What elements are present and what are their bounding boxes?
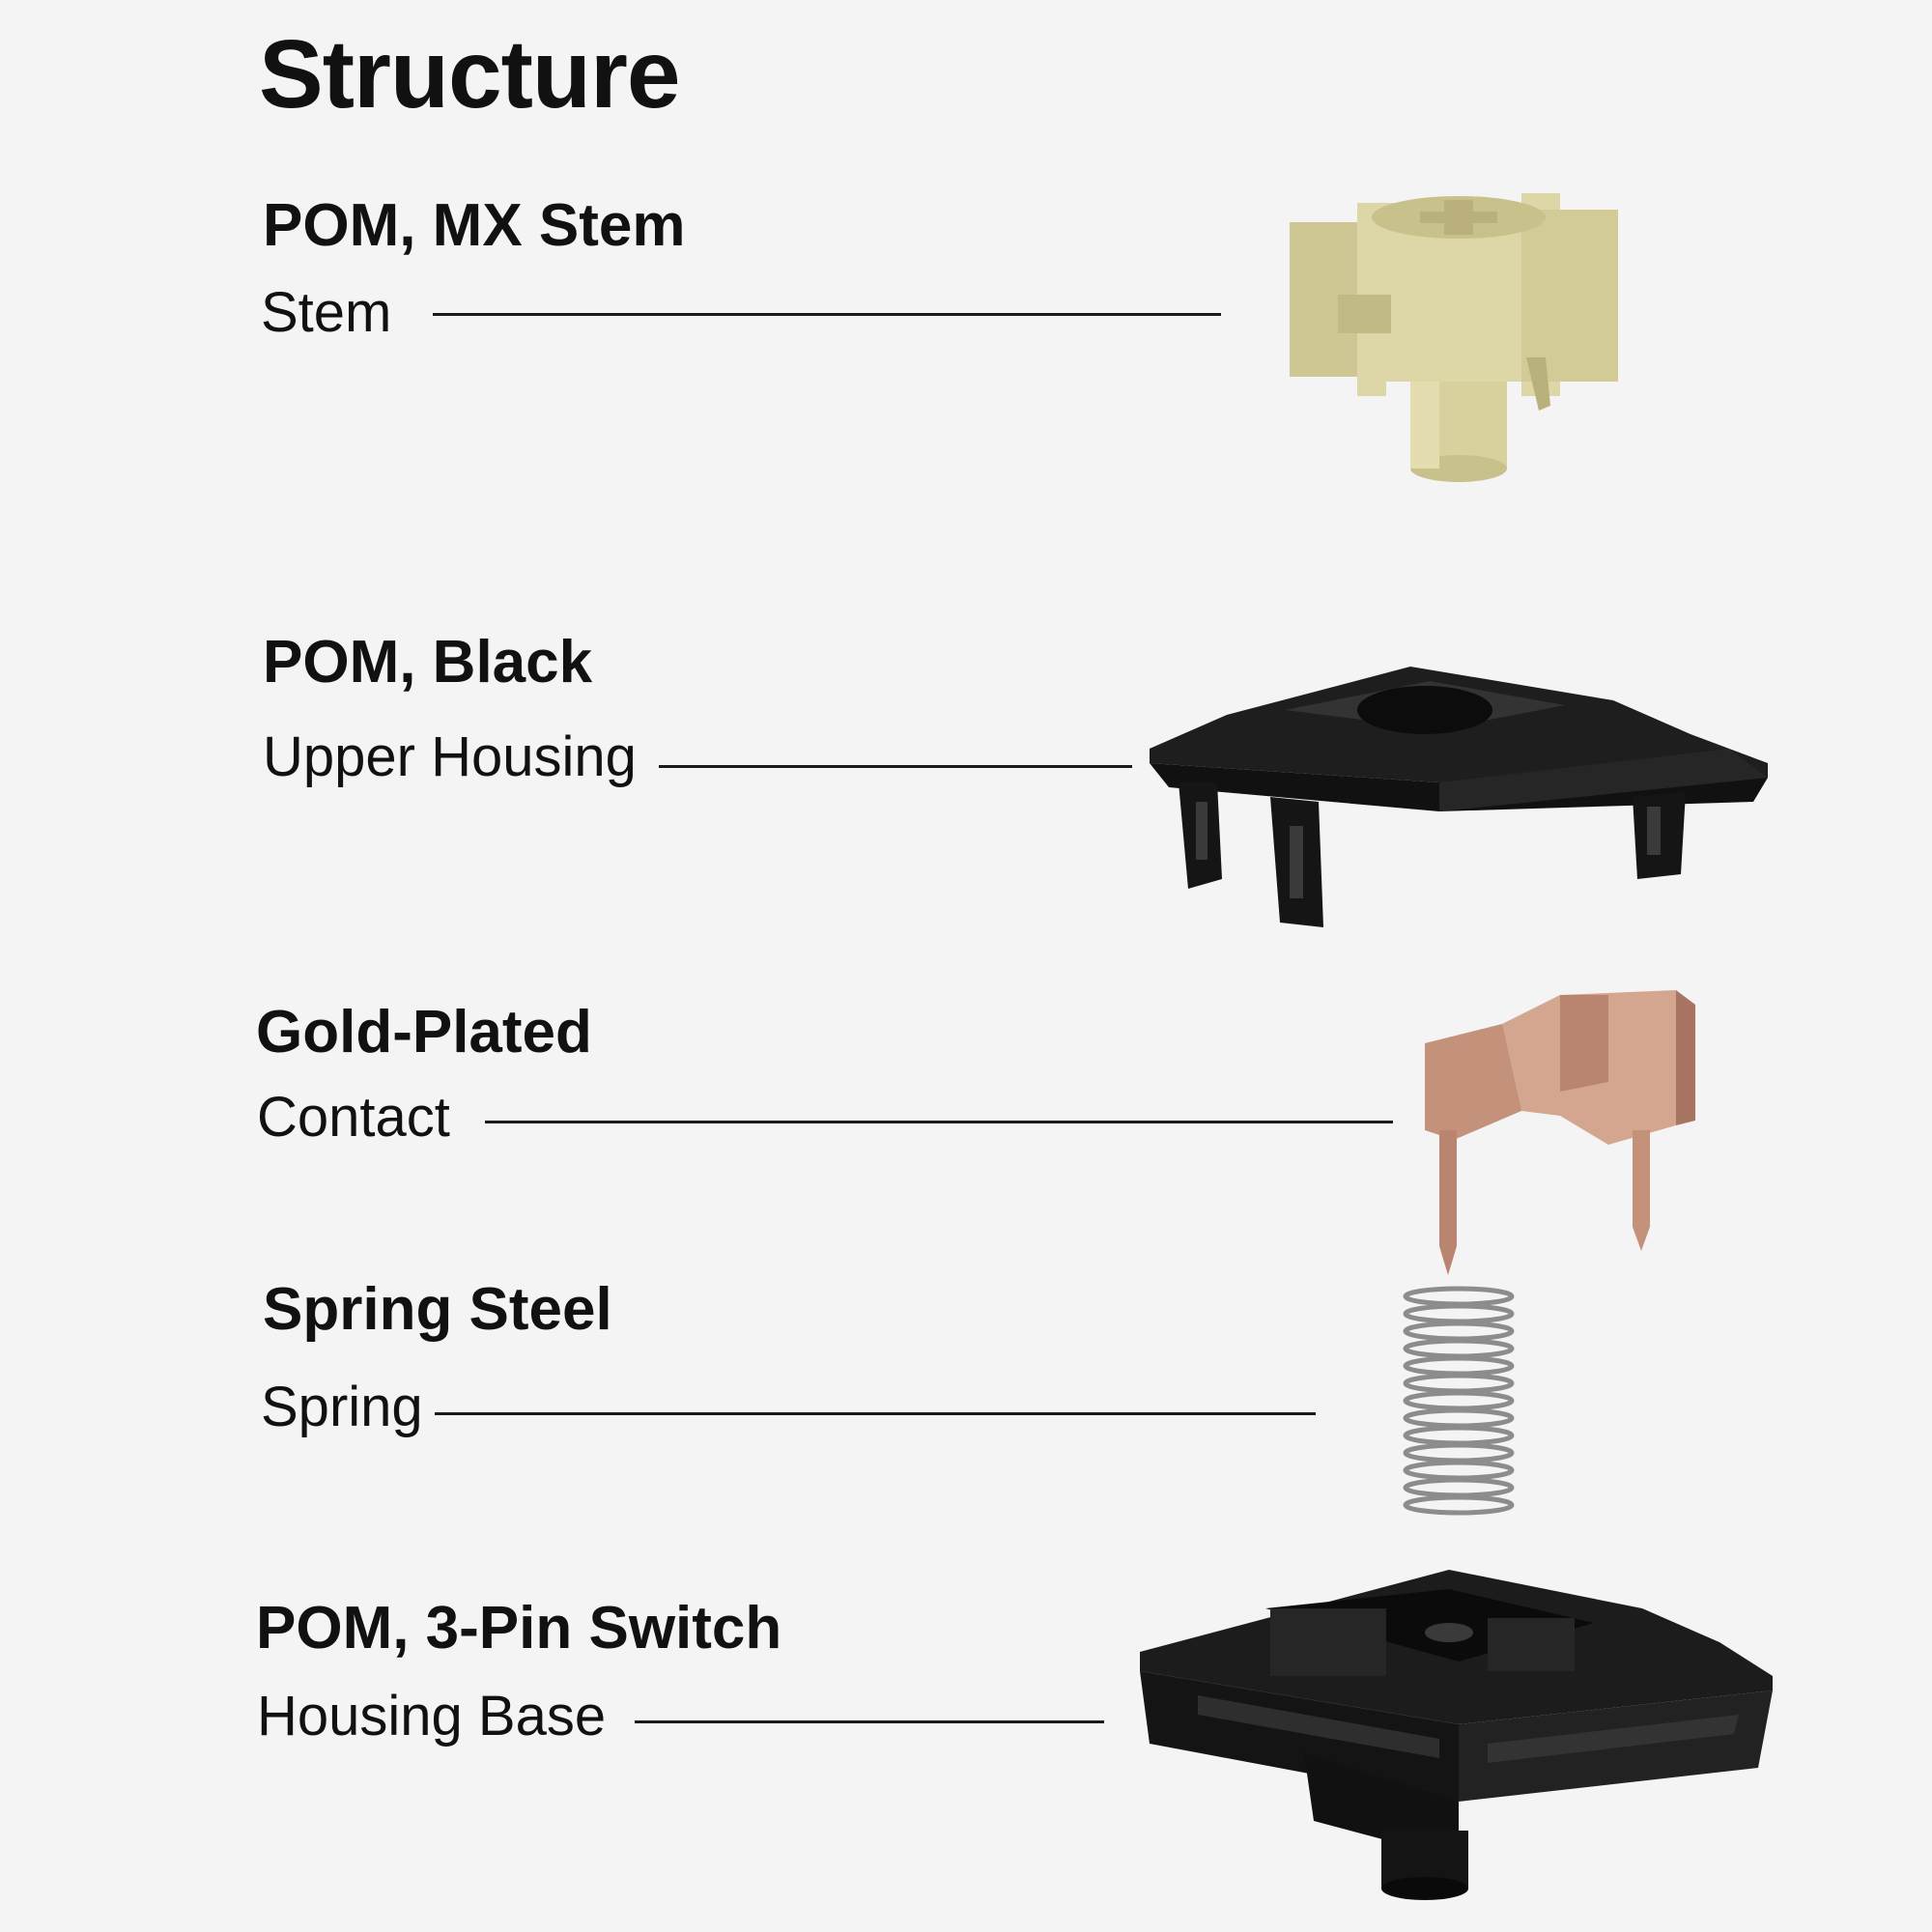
- material-label: POM, Black: [263, 629, 593, 696]
- material-label: POM, MX Stem: [263, 192, 686, 259]
- material-label: Gold-Plated: [256, 999, 592, 1065]
- part-label: Spring: [261, 1376, 423, 1438]
- leader-line: [659, 765, 1132, 768]
- leader-line: [485, 1121, 1393, 1123]
- contact-icon: [1425, 990, 1695, 1275]
- part-label: Housing Base: [257, 1685, 607, 1747]
- leader-line: [433, 313, 1221, 316]
- part-label: Stem: [261, 281, 392, 344]
- housing-base-icon: [1140, 1570, 1773, 1900]
- material-label: POM, 3-Pin Switch: [256, 1595, 782, 1662]
- leader-line: [635, 1720, 1104, 1723]
- material-label: Spring Steel: [263, 1276, 612, 1343]
- part-label: Contact: [257, 1086, 450, 1149]
- leader-line: [435, 1412, 1316, 1415]
- upper-housing-icon: [1150, 667, 1768, 927]
- spring-icon: [1403, 1286, 1515, 1516]
- part-label: Upper Housing: [263, 725, 637, 788]
- page-title: Structure: [259, 20, 681, 128]
- stem-icon: [1290, 193, 1618, 482]
